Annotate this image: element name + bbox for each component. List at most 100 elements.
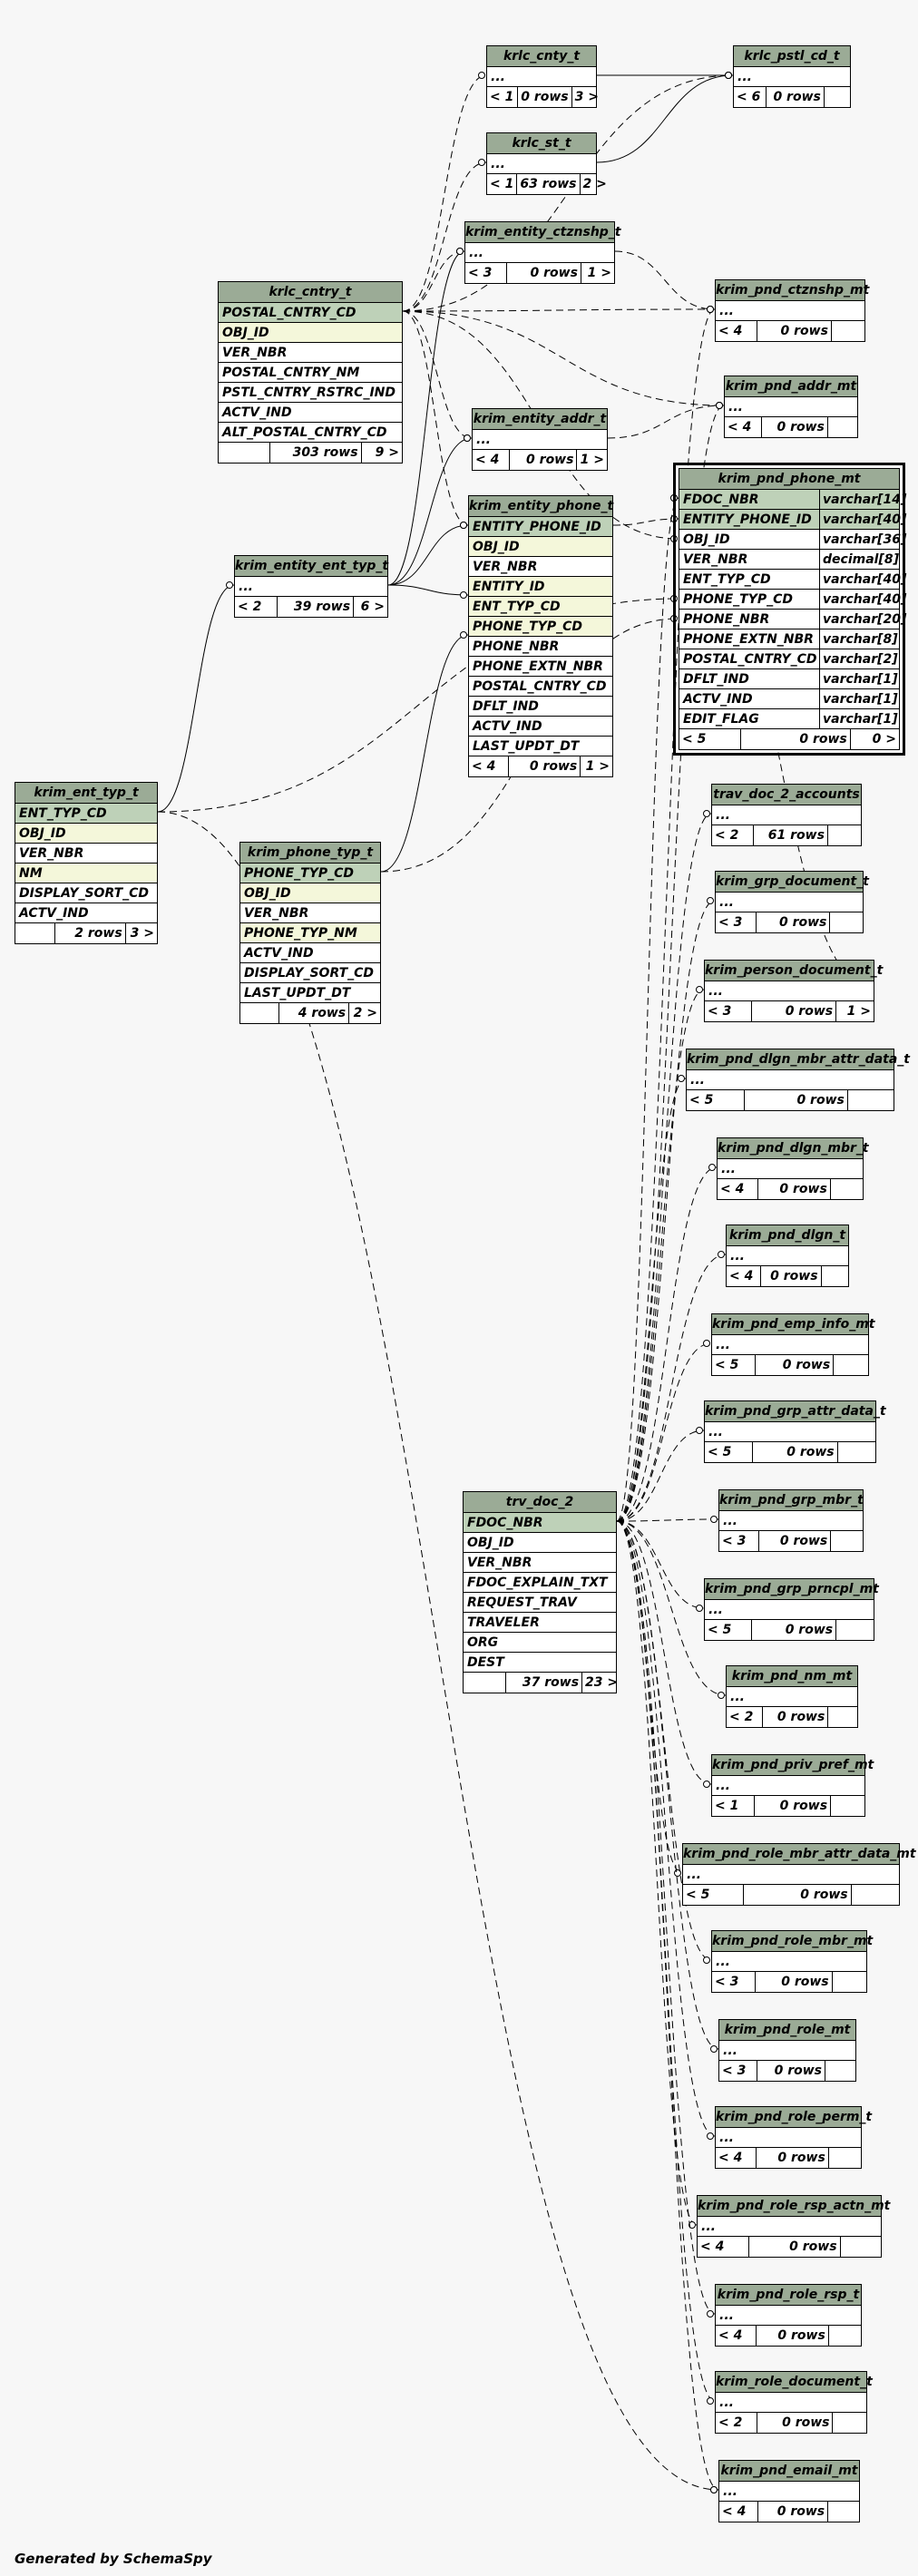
table-name[interactable]: krim_entity_ctznshp_t	[465, 222, 621, 243]
parent-count: < 5	[687, 1090, 745, 1110]
table-name[interactable]: trv_doc_2	[464, 1492, 616, 1513]
column-name: ...	[491, 70, 505, 84]
column-name: DFLT_IND	[683, 672, 749, 687]
table-name[interactable]: krim_pnd_grp_attr_data_t	[705, 1401, 886, 1422]
table-name[interactable]: krim_pnd_priv_pref_mt	[712, 1755, 874, 1776]
table-name[interactable]: krim_pnd_dlgn_mbr_attr_data_t	[687, 1049, 910, 1070]
parent-count	[464, 1673, 507, 1693]
column-name: POSTAL_CNTRY_CD	[683, 652, 817, 667]
table-name[interactable]: krim_person_document_t	[705, 961, 883, 981]
child-count	[834, 1355, 868, 1375]
table-name[interactable]: krim_pnd_grp_mbr_t	[719, 1490, 864, 1511]
relationship-line	[616, 1078, 687, 1522]
table-name[interactable]: krim_pnd_role_rsp_t	[716, 2285, 861, 2306]
table-name[interactable]: krim_grp_document_t	[716, 872, 869, 893]
table-name[interactable]: krim_ent_typ_t	[15, 783, 157, 804]
table-name[interactable]: krim_phone_typ_t	[240, 843, 380, 864]
table-name[interactable]: krim_pnd_email_mt	[719, 2461, 859, 2482]
column-name: ...	[728, 400, 743, 415]
table-name[interactable]: krim_entity_addr_t	[473, 409, 607, 430]
table-name[interactable]: krim_pnd_role_mt	[719, 2020, 855, 2041]
table-name[interactable]: krim_pnd_ctznshp_mt	[716, 280, 869, 301]
table-name[interactable]: krlc_st_t	[487, 133, 596, 154]
column-name: ...	[716, 1338, 730, 1352]
table-name[interactable]: krlc_cntry_t	[219, 282, 402, 303]
table-name[interactable]: krim_pnd_addr_mt	[725, 376, 857, 397]
parent-count: < 5	[712, 1355, 757, 1375]
crowfoot-marker	[456, 248, 464, 255]
column-row: ...	[487, 67, 596, 87]
relationship-line	[616, 1342, 712, 1522]
table-name[interactable]: krlc_cnty_t	[487, 46, 596, 67]
parent-count: < 2	[716, 2413, 758, 2433]
crowfoot-marker	[226, 581, 233, 589]
column-name: ...	[719, 2308, 734, 2323]
table-name[interactable]: krim_pnd_phone_mt	[679, 469, 899, 490]
table-name[interactable]: krim_pnd_nm_mt	[727, 1666, 857, 1687]
parent-count: < 1	[487, 174, 518, 194]
relationship-line	[616, 1520, 716, 2315]
table-name[interactable]: krim_pnd_emp_info_mt	[712, 1314, 874, 1335]
column-row: VER_NBR	[469, 557, 612, 577]
table-name[interactable]: krim_pnd_role_mbr_mt	[712, 1931, 873, 1952]
column-row: ...	[698, 2217, 881, 2237]
column-name: ORG	[467, 1635, 499, 1650]
table-name[interactable]: krim_pnd_dlgn_mbr_t	[718, 1138, 869, 1159]
table-name[interactable]: krim_pnd_role_mbr_attr_data_mt	[683, 1844, 916, 1865]
row-count: 0 rows	[757, 2061, 825, 2081]
table-name[interactable]: krim_pnd_dlgn_t	[727, 1225, 848, 1246]
column-name: OBJ_ID	[19, 826, 66, 841]
table-name[interactable]: krim_entity_phone_t	[469, 496, 613, 517]
table-name[interactable]: krim_pnd_role_perm_t	[716, 2107, 872, 2128]
table-name[interactable]: krim_role_document_t	[716, 2372, 873, 2393]
column-row: ...	[716, 2393, 866, 2413]
table-name[interactable]: krlc_pstl_cd_t	[734, 46, 850, 67]
parent-count: < 3	[705, 1001, 753, 1021]
row-count: 0 rows	[756, 1972, 833, 1992]
table-name[interactable]: krim_pnd_role_rsp_actn_mt	[698, 2196, 890, 2217]
relationship-line	[616, 1518, 719, 1522]
table-name[interactable]: krim_pnd_grp_prncpl_mt	[705, 1579, 879, 1600]
column-name: OBJ_ID	[683, 532, 730, 547]
table-name[interactable]: krim_entity_ent_typ_t	[235, 556, 388, 577]
table-name[interactable]: trav_doc_2_accounts	[712, 785, 861, 805]
column-row: ACTV_IND	[15, 903, 157, 923]
